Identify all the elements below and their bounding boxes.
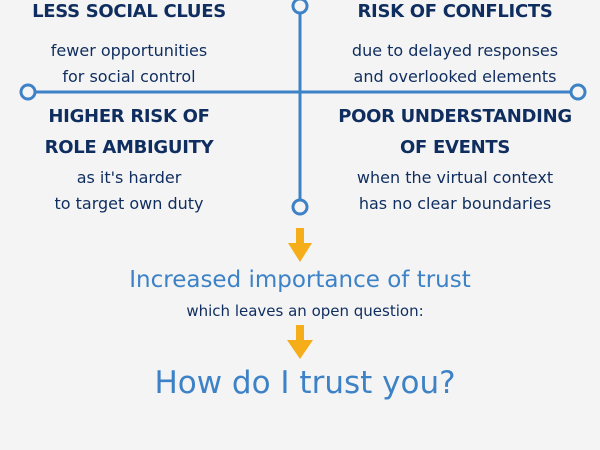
quadrant-text: due to delayed responses <box>351 41 559 60</box>
conclusion-headline: Increased importance of trust <box>129 267 471 293</box>
axis-end-circle-bottom <box>291 198 309 216</box>
quadrant-text: as it's harder <box>76 168 182 187</box>
arrow-down-icon <box>287 325 313 359</box>
quadrant-text: to target own duty <box>54 194 204 213</box>
quadrant-text: when the virtual context <box>356 168 554 187</box>
quadrant-title-bottom-left: HIGHER RISK OF <box>48 106 210 127</box>
axis-end-circle-right <box>569 83 587 101</box>
axis-end-circle-left <box>19 83 37 101</box>
quadrant-text: and overlooked elements <box>353 67 557 86</box>
conclusion-question: How do I trust you? <box>154 365 456 401</box>
quadrant-title-bottom-right: POOR UNDERSTANDING <box>338 106 572 127</box>
quadrant-text: for social control <box>62 67 196 86</box>
quadrant-title-bottom-right: OF EVENTS <box>400 137 510 158</box>
quadrant-title-top-left: LESS SOCIAL CLUES <box>32 1 226 22</box>
quadrant-text: fewer opportunities <box>50 41 208 60</box>
quadrant-text: has no clear boundaries <box>358 194 552 213</box>
quadrant-title-top-right: RISK OF CONFLICTS <box>357 1 553 22</box>
axis-end-circle-top <box>291 0 309 15</box>
quadrant-title-bottom-left: ROLE AMBIGUITY <box>44 137 214 158</box>
conclusion-subline: which leaves an open question: <box>186 302 424 320</box>
arrow-down-icon <box>288 228 312 262</box>
